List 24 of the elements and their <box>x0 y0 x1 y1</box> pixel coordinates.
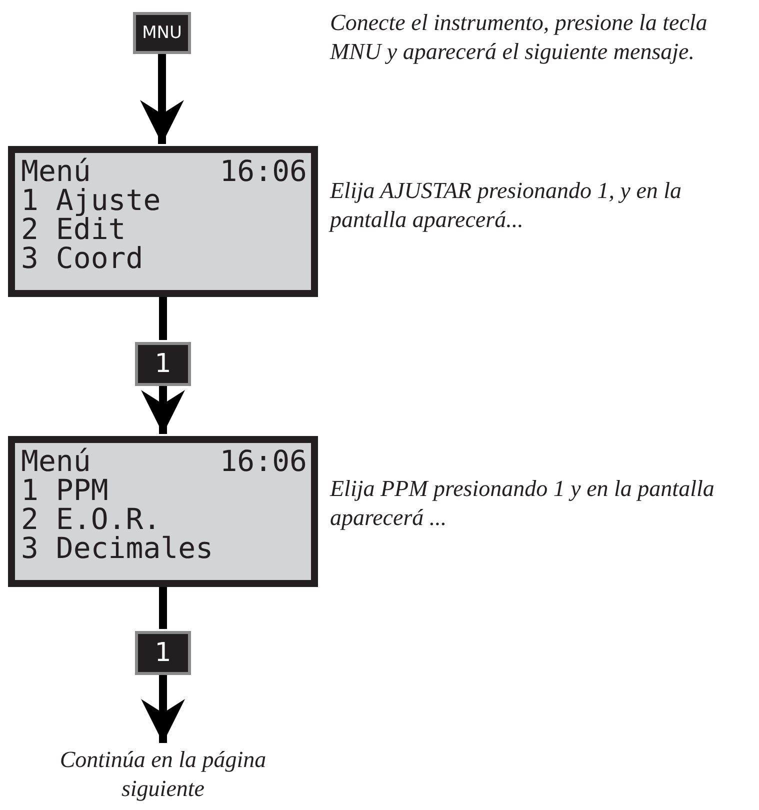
clock-time: 16:06 <box>220 157 307 186</box>
connector-line <box>159 587 167 629</box>
menu-title: Menú <box>21 157 91 186</box>
menu-title: Menú <box>21 447 91 476</box>
key-button: MNU <box>133 12 191 54</box>
clock-time: 16:06 <box>220 447 307 476</box>
menu-option: 3 Coord <box>21 244 144 273</box>
menu-option: 3 Decimales <box>21 534 214 563</box>
continuation-text: Continúa en la página siguiente <box>43 745 283 805</box>
menu-option: 1 Ajuste <box>21 186 161 215</box>
arrow <box>141 675 185 743</box>
instruction-text: Elija AJUSTAR presionando 1, y en la pantalla aparecerá... <box>330 177 683 234</box>
arrow <box>141 386 185 434</box>
key-button: 1 <box>135 342 191 386</box>
menu-option: 2 E.O.R. <box>21 505 161 534</box>
menu-option: 1 PPM <box>21 476 108 505</box>
key-button: 1 <box>135 631 191 675</box>
connector-line <box>159 297 167 340</box>
lcd-screen <box>8 146 318 297</box>
menu-option: 2 Edit <box>21 215 126 244</box>
instruction-text: Elija PPM presionando 1 y en la pantalla aparecerá ... <box>330 475 716 532</box>
lcd-screen <box>8 436 318 587</box>
instruction-text: Conecte el instrumento, presione la tecla MNU y aparecerá el siguiente mensaje. <box>330 9 708 66</box>
arrow <box>140 54 184 144</box>
